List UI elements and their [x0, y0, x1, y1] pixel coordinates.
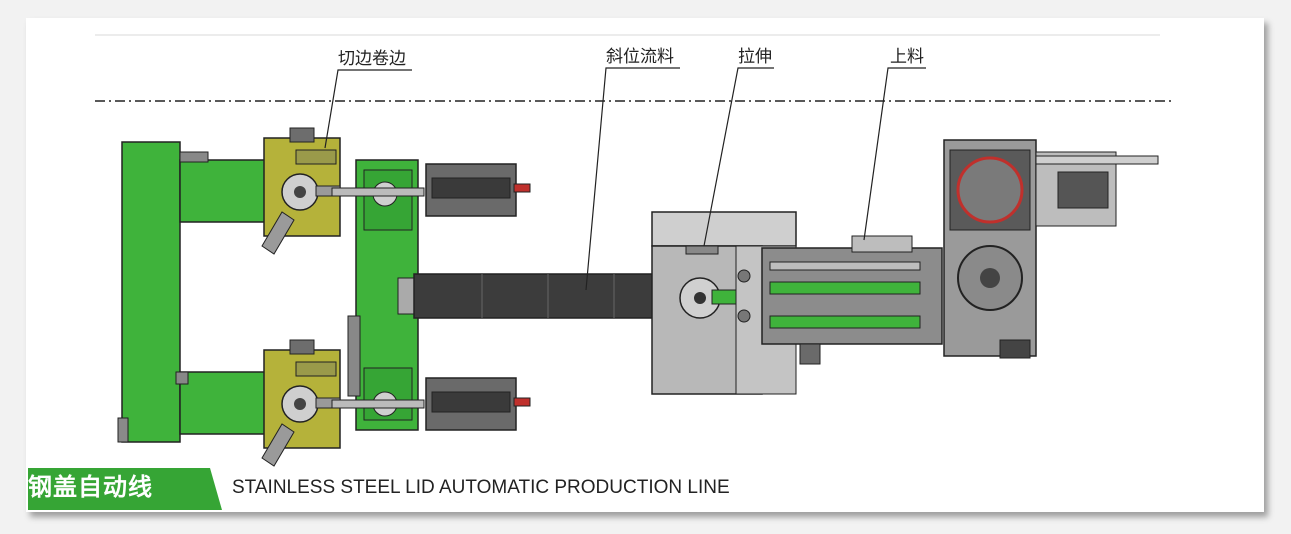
leader-lines	[324, 67, 926, 291]
cylinder-bottom	[425, 377, 531, 431]
feeding-stack-unit	[943, 139, 1159, 359]
push-rod-bottom	[331, 399, 425, 409]
feeding-assembly	[761, 235, 943, 365]
caption-green-tab	[28, 468, 216, 510]
label-edge-cut-curl: 切边卷边	[338, 49, 406, 69]
trim-curl-station-bottom	[261, 339, 341, 467]
caption-slash-divider	[202, 468, 222, 510]
label-inclined-flow: 斜位流料	[606, 47, 674, 67]
caption-en-title: STAINLESS STEEL LID AUTOMATIC PRODUCTION…	[232, 477, 730, 498]
caption-bar	[28, 468, 222, 510]
trim-curl-station-top	[261, 127, 341, 255]
left-green-frame	[117, 141, 271, 443]
inclined-conveyor	[397, 273, 655, 319]
label-stretch: 拉伸	[738, 47, 772, 67]
caption-cn-title: 钢盖自动线	[28, 473, 153, 501]
label-feeding: 上料	[890, 47, 924, 67]
stretch-press	[651, 211, 797, 395]
cylinder-top	[425, 163, 531, 217]
push-rod-top	[331, 187, 425, 197]
